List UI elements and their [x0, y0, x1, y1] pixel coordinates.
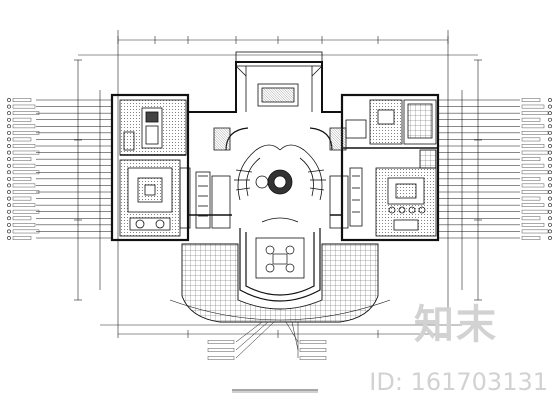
annotation-leader	[285, 321, 327, 344]
annotation-leader	[7, 209, 113, 214]
room-right-lower	[349, 167, 437, 237]
annotation-leader	[7, 163, 113, 168]
annotation-leader	[7, 190, 113, 194]
annotation-leader	[297, 322, 327, 360]
dimension-ticks	[74, 36, 482, 338]
annotation-leader	[437, 111, 552, 116]
annotation-leader	[7, 196, 113, 201]
room-right-upper	[342, 99, 438, 169]
annotation-leader	[437, 190, 552, 194]
watermark-id: ID: 161703131	[369, 368, 548, 396]
annotation-leader	[437, 150, 552, 155]
title-underline	[232, 389, 318, 393]
annotation-leader	[437, 157, 552, 162]
annotation-leader	[7, 222, 113, 227]
annotation-leader	[7, 130, 113, 135]
annotation-leader	[7, 216, 113, 221]
annotation-leader	[437, 183, 552, 188]
annotation-leader	[437, 98, 552, 102]
annotation-leader	[437, 130, 552, 135]
annotation-leader	[7, 98, 113, 102]
central-hall	[211, 127, 349, 229]
annotation-leader	[7, 203, 113, 208]
bay-sunroom	[239, 217, 321, 302]
annotation-leader	[437, 203, 552, 208]
annotation-leader	[437, 137, 552, 142]
annotation-leader	[437, 104, 552, 109]
annotation-leader	[437, 176, 552, 181]
annotation-leader	[7, 150, 113, 155]
annotation-leaders-right	[437, 98, 552, 240]
annotation-leader	[437, 209, 552, 214]
exterior-walls	[110, 61, 440, 242]
entry-porch	[235, 51, 323, 112]
annotation-leader	[7, 104, 113, 109]
annotation-leader	[7, 144, 113, 148]
annotation-leaders-left	[7, 98, 113, 240]
annotation-leader	[291, 321, 327, 352]
annotation-leader	[7, 183, 113, 188]
annotation-leader	[7, 157, 113, 162]
annotation-leader	[437, 170, 552, 175]
annotation-leader	[207, 321, 275, 360]
room-left-lower	[119, 159, 211, 237]
annotation-leader	[437, 222, 552, 227]
annotation-leader	[437, 196, 552, 201]
annotation-leader	[437, 163, 552, 168]
annotation-leader	[7, 170, 113, 175]
annotation-leaders-bottom	[207, 321, 327, 360]
watermark-logo: 知末	[414, 302, 498, 348]
annotation-leader	[207, 321, 263, 344]
front-terrace	[169, 243, 391, 323]
annotation-leader	[7, 117, 113, 122]
annotation-leader	[7, 176, 113, 181]
room-left-upper	[119, 99, 187, 156]
annotation-leader	[437, 117, 552, 122]
annotation-leader	[437, 216, 552, 221]
annotation-leader	[437, 229, 552, 234]
annotation-leader	[207, 321, 269, 352]
annotation-leader	[7, 137, 113, 142]
annotation-leader	[7, 111, 113, 116]
annotation-leader	[7, 229, 113, 234]
annotation-leader	[437, 236, 552, 240]
annotation-leader	[437, 124, 552, 129]
annotation-leader	[7, 124, 113, 129]
annotation-leader	[7, 236, 113, 240]
annotation-leader	[437, 144, 552, 148]
dimension-lines	[77, 30, 479, 335]
